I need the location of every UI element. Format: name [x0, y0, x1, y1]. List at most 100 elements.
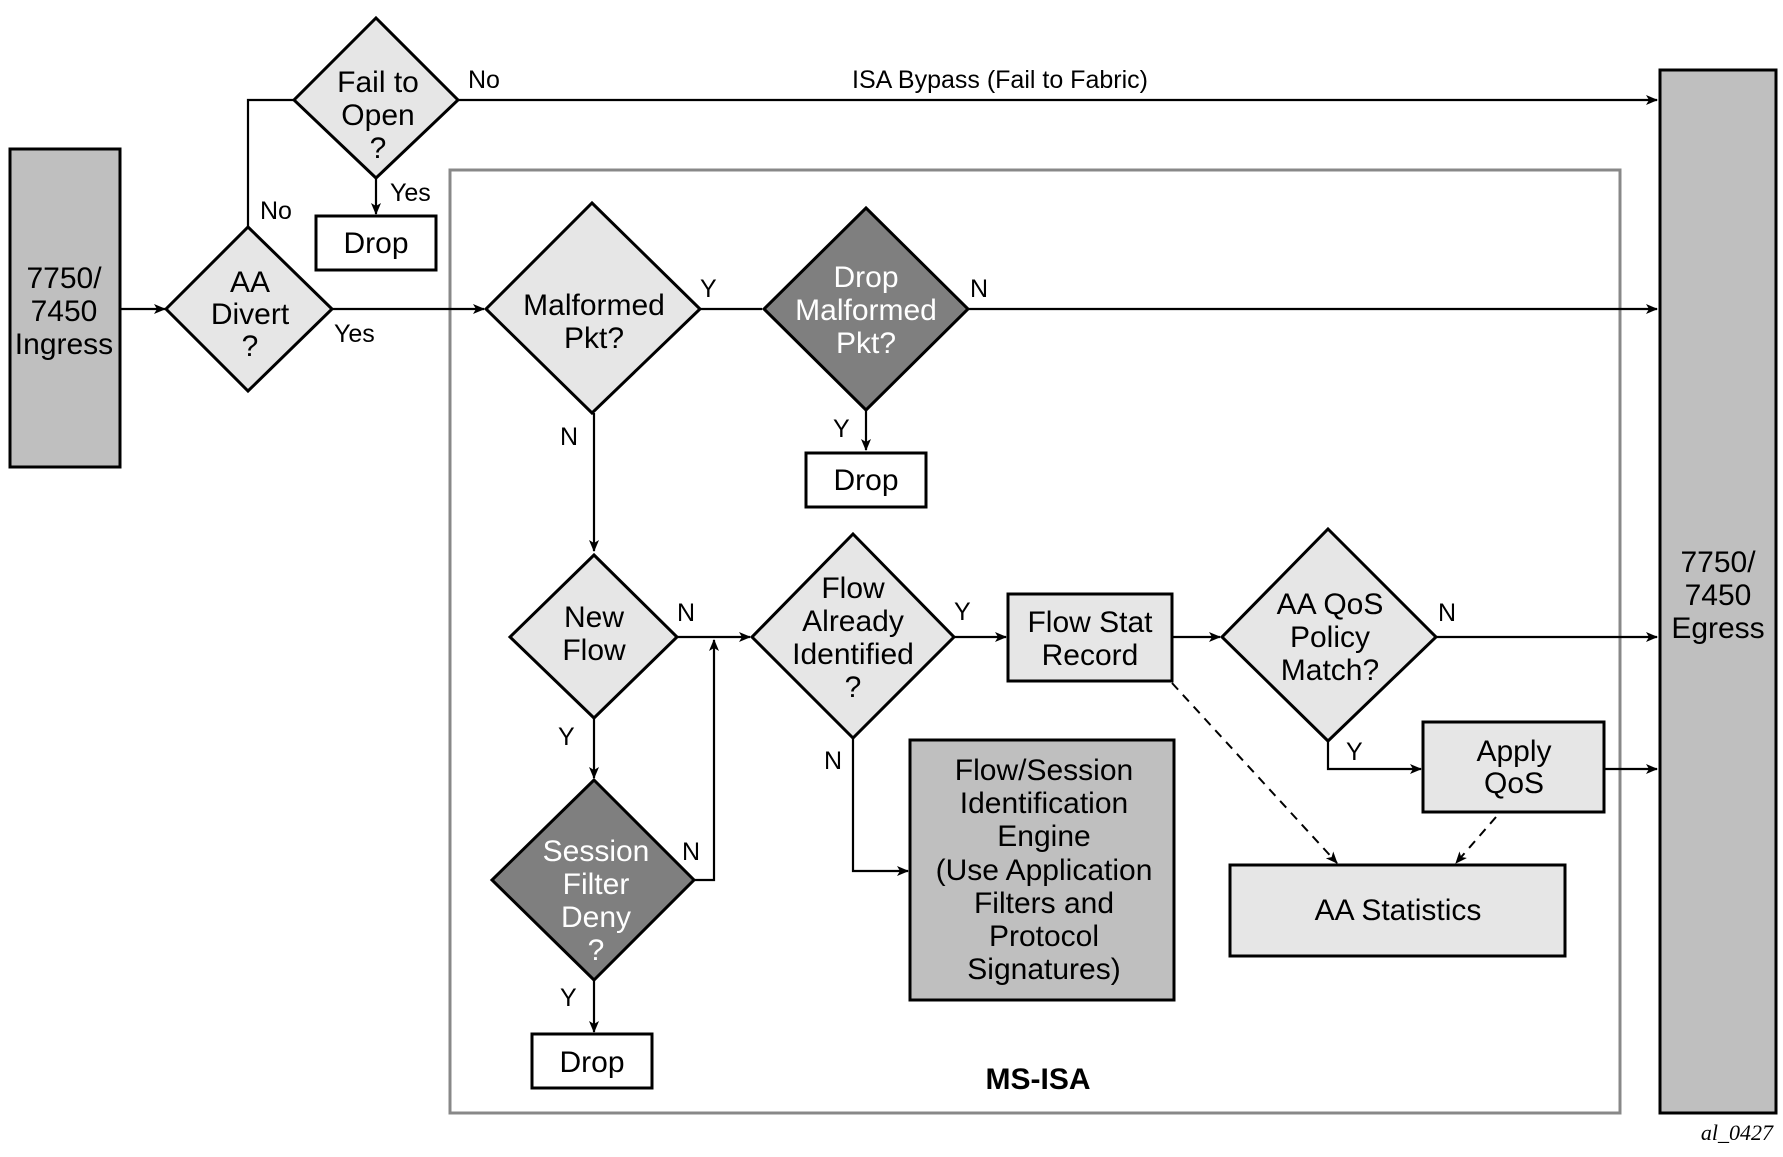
- drop-malformed-line-3: Pkt?: [836, 327, 896, 360]
- aa-qos-line-2: Policy: [1290, 621, 1370, 654]
- apply-qos-line-1: Apply: [1476, 735, 1551, 768]
- flow-identified-line-4: ?: [845, 671, 862, 704]
- flow-stat-line-1: Flow Stat: [1027, 606, 1153, 639]
- edge-qos-y: [1326, 741, 1422, 774]
- id-engine-line-1: Flow/Session: [955, 754, 1133, 787]
- aa-divert-diamond: [163, 224, 335, 394]
- figure-ref: al_0427: [1701, 1120, 1774, 1145]
- drop-malformed-label: Drop Malformed Pkt?: [795, 261, 937, 360]
- malformed-pkt-label: Malformed Pkt?: [523, 289, 665, 355]
- fail-to-open-line-1: Fail to: [337, 66, 419, 99]
- ingress-line-1: 7750/: [26, 262, 102, 295]
- egress-label: 7750/ 7450 Egress: [1671, 546, 1764, 645]
- session-filter-diamond: [489, 777, 697, 983]
- drop-box-session: [530, 1032, 654, 1090]
- drop-session-box-label: Drop: [559, 1046, 624, 1079]
- drop-box-malformed: [804, 451, 928, 509]
- ingress-line-2: 7450: [31, 295, 98, 328]
- session-filter-line-4: ?: [588, 934, 605, 967]
- new-flow-label: New Flow: [562, 601, 626, 667]
- label-flowid-n: N: [824, 747, 842, 775]
- malformed-line-2: Pkt?: [564, 322, 624, 355]
- label-flowid-y: Y: [954, 598, 971, 626]
- aa-qos-match-diamond: [1219, 526, 1439, 744]
- label-qos-n: N: [1438, 599, 1456, 627]
- aa-divert-label: AA Divert ?: [211, 266, 290, 363]
- flow-stat-line-2: Record: [1042, 639, 1139, 672]
- id-engine-line-4: (Use Application: [936, 854, 1153, 887]
- label-session-y: Y: [560, 984, 577, 1012]
- flow-identified-line-2: Already: [802, 605, 904, 638]
- egress-line-1: 7750/: [1680, 546, 1756, 579]
- edge-labels: No ISA Bypass (Fail to Fabric) Yes No Ye…: [260, 66, 1456, 1012]
- apply-qos-line-2: QoS: [1484, 767, 1544, 800]
- aa-qos-match-label: AA QoS Policy Match?: [1277, 588, 1384, 687]
- label-newflow-n: N: [677, 599, 695, 627]
- aa-divert-line-1: AA: [230, 266, 270, 299]
- new-flow-diamond: [507, 552, 680, 721]
- id-engine-line-7: Signatures): [967, 953, 1120, 986]
- aa-statistics-label: AA Statistics: [1315, 894, 1482, 927]
- label-divert-yes: Yes: [334, 320, 375, 348]
- aa-divert-line-2: Divert: [211, 298, 290, 331]
- edge-stat-aastats: [1171, 682, 1338, 864]
- session-filter-line-2: Filter: [563, 868, 630, 901]
- aa-qos-line-3: Match?: [1281, 654, 1379, 687]
- edge-divert-no: [246, 98, 294, 227]
- egress-line-3: Egress: [1671, 612, 1764, 645]
- flow-identified-line-3: Identified: [792, 638, 914, 671]
- aa-statistics-box: [1228, 863, 1567, 958]
- session-filter-label: Session Filter Deny ?: [543, 835, 650, 967]
- label-malformed-n: N: [560, 423, 578, 451]
- apply-qos-label: Apply QoS: [1476, 735, 1551, 800]
- id-engine-label: Flow/Session Identification Engine (Use …: [936, 754, 1153, 986]
- ms-isa-label: MS-ISA: [986, 1063, 1091, 1096]
- ms-isa-frame: [448, 168, 1622, 1115]
- drop-box-top: [314, 214, 438, 272]
- label-qos-y: Y: [1346, 738, 1363, 766]
- aa-divert-line-3: ?: [242, 330, 259, 363]
- edge-flowid-n: [851, 738, 909, 876]
- fail-to-open-line-2: Open: [341, 99, 414, 132]
- malformed-pkt-diamond: [483, 200, 703, 416]
- id-engine-line-6: Protocol: [989, 920, 1099, 953]
- drop-malformed-box-label: Drop: [833, 464, 898, 497]
- id-engine-line-2: Identification: [960, 787, 1128, 820]
- apply-qos-box: [1421, 720, 1606, 814]
- label-newflow-y: Y: [558, 723, 575, 751]
- flow-identified-diamond: [749, 531, 957, 741]
- connectors: [121, 95, 1658, 1033]
- drop-top-label: Drop: [343, 227, 408, 260]
- ingress-label: 7750/ 7450 Ingress: [15, 262, 113, 361]
- egress-line-2: 7450: [1685, 579, 1752, 612]
- drop-malformed-line-1: Drop: [833, 261, 898, 294]
- flow-stat-record-box: [1006, 592, 1174, 683]
- flow-stat-record-label: Flow Stat Record: [1027, 606, 1153, 672]
- id-engine-box: [908, 738, 1176, 1002]
- label-isa-bypass: ISA Bypass (Fail to Fabric): [852, 66, 1148, 94]
- label-session-n: N: [682, 838, 700, 866]
- drop-malformed-diamond: [761, 205, 971, 413]
- new-flow-line-1: New: [564, 601, 624, 634]
- edge-session-n: [694, 639, 719, 882]
- egress-box: [1658, 68, 1778, 1115]
- ingress-box: [8, 147, 122, 469]
- flow-identified-line-1: Flow: [821, 572, 885, 605]
- edge-applyqos-aastats: [1455, 816, 1497, 864]
- id-engine-line-3: Engine: [997, 820, 1090, 853]
- label-fto-yes: Yes: [390, 179, 431, 207]
- label-divert-no: No: [260, 197, 292, 225]
- flow-identified-label: Flow Already Identified ?: [792, 572, 914, 704]
- label-malformed-y: Y: [700, 275, 717, 303]
- fail-to-open-diamond: [291, 15, 461, 181]
- drop-malformed-line-2: Malformed: [795, 294, 937, 327]
- aa-qos-line-1: AA QoS: [1277, 588, 1384, 621]
- id-engine-line-5: Filters and: [974, 887, 1114, 920]
- malformed-line-1: Malformed: [523, 289, 665, 322]
- fail-to-open-line-3: ?: [370, 132, 387, 165]
- label-dropmal-y: Y: [833, 415, 850, 443]
- new-flow-line-2: Flow: [562, 634, 626, 667]
- fail-to-open-label: Fail to Open ?: [337, 66, 419, 165]
- session-filter-line-3: Deny: [561, 901, 631, 934]
